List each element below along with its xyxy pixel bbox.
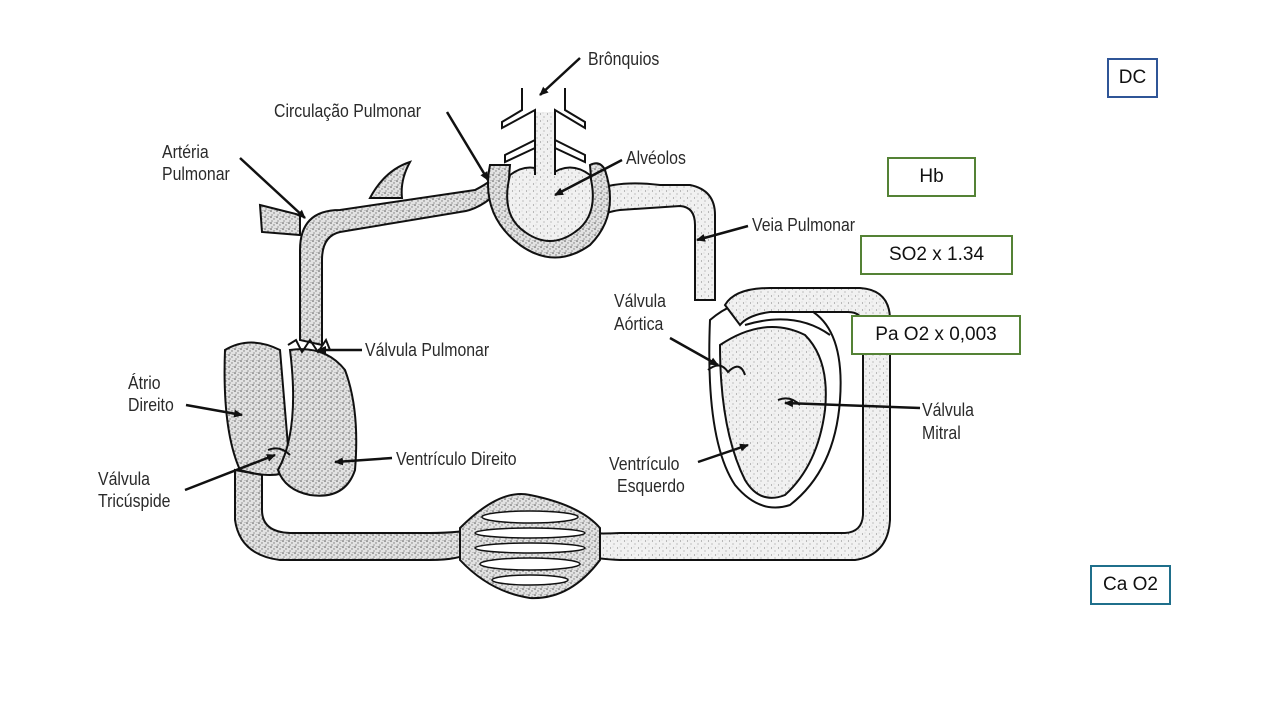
label-pulmonar: Pulmonar: [162, 164, 230, 184]
arrow-tricuspide: [184, 453, 276, 492]
label-valvula-tricuspide-2: Tricúspide: [98, 491, 171, 511]
box-dc: DC: [1107, 58, 1158, 98]
pointer-arrows: [184, 57, 921, 492]
pulmonary-vein: [593, 182, 716, 301]
right-heart: [223, 337, 358, 497]
arrow-ventriculo-e: [697, 443, 749, 464]
arrow-circulacao: [445, 111, 490, 181]
box-pao2: Pa O2 x 0,003: [851, 315, 1021, 355]
label-atrio-2: Direito: [128, 395, 174, 415]
label-circulacao-pulmonar: Circulação Pulmonar: [274, 101, 422, 121]
capillary-bed: [459, 493, 601, 600]
label-alveolos: Alvéolos: [626, 148, 686, 168]
label-valvula-pulmonar: Válvula Pulmonar: [365, 340, 490, 360]
label-valvula-mitral-1: Válvula: [922, 400, 974, 420]
systemic-veins: [234, 468, 481, 561]
left-heart: [707, 298, 842, 509]
label-atrio-1: Átrio: [128, 373, 161, 393]
label-valvula-mitral-2: Mitral: [922, 423, 961, 443]
label-valvula-aortica-2: Aórtica: [614, 314, 664, 334]
label-valvula-aortica-1: Válvula: [614, 291, 666, 311]
label-valvula-tricuspide-1: Válvula: [98, 469, 150, 489]
arrow-veia: [696, 224, 749, 242]
box-hb: Hb: [887, 157, 976, 197]
arrow-alveolos: [554, 158, 623, 197]
label-ventriculo-direito: Ventrículo Direito: [396, 449, 517, 469]
label-ventriculo-esquerdo-1: Ventrículo: [609, 454, 680, 474]
label-arteria: Artéria: [162, 142, 209, 162]
arrow-ventriculo-d: [334, 456, 393, 466]
label-veia-pulmonar: Veia Pulmonar: [752, 215, 856, 235]
label-bronquios: Brônquios: [588, 49, 660, 69]
arrow-arteria: [239, 157, 306, 219]
arrow-bronquios: [539, 57, 581, 96]
box-so2: SO2 x 1.34: [860, 235, 1013, 275]
arrow-aortica: [669, 336, 719, 367]
label-ventriculo-esquerdo-2: Esquerdo: [617, 476, 685, 496]
pulmonary-artery: [258, 160, 501, 347]
arrow-mitral: [784, 399, 921, 410]
bronchi: [501, 88, 586, 192]
box-cao2: Ca O2: [1090, 565, 1171, 605]
arrow-atrio: [185, 403, 243, 418]
